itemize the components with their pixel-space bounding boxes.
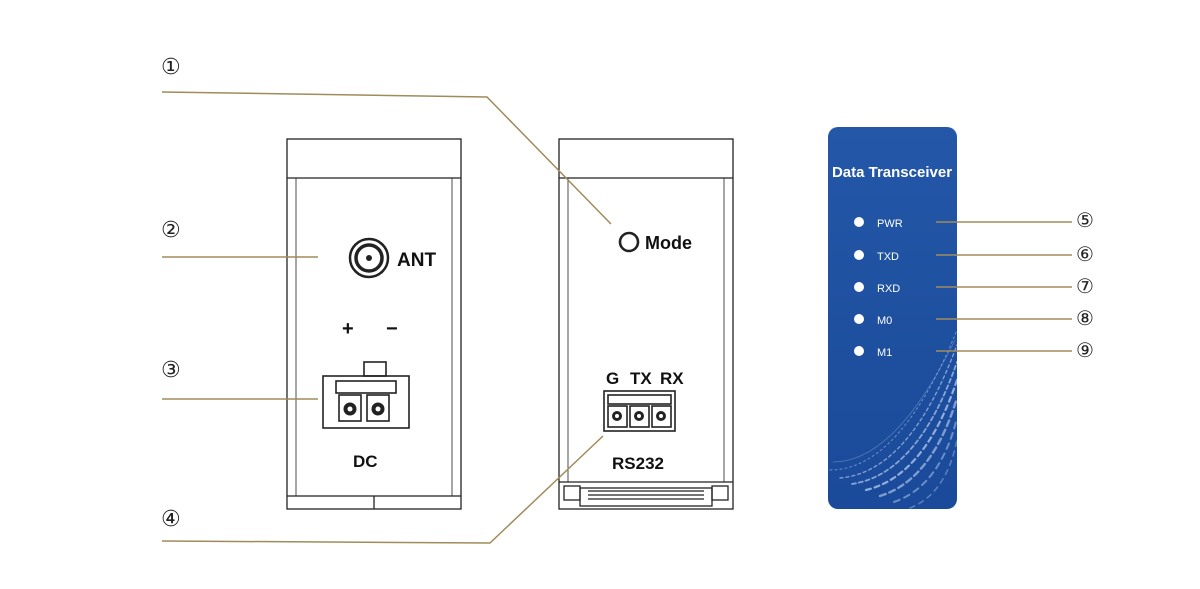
callout-5: ⑤	[1076, 208, 1094, 232]
led-m0-icon	[854, 314, 864, 324]
callout-8: ⑧	[1076, 306, 1094, 330]
leader-lines	[161, 91, 1072, 544]
callout-2: ②	[161, 218, 181, 243]
callout-6: ⑥	[1076, 242, 1094, 266]
callout-1: ①	[161, 55, 181, 80]
left-device	[286, 138, 462, 510]
mode-label: Mode	[645, 233, 692, 253]
callout-7: ⑦	[1076, 274, 1094, 298]
dc-terminal-block-icon	[322, 361, 410, 429]
callout-3: ③	[161, 358, 181, 383]
pin-label-rx: RX	[660, 369, 684, 388]
panel-wave-decoration	[829, 329, 957, 509]
led-pwr-label: PWR	[877, 218, 903, 230]
led-m1-label: M1	[877, 347, 892, 359]
leader-line-4	[161, 435, 604, 544]
mode-button-icon	[618, 231, 640, 253]
led-indicators: PWR TXD RXD M0 M1	[854, 217, 903, 359]
rs232-label: RS232	[612, 454, 664, 473]
rs232-terminal-block-icon	[603, 390, 676, 432]
leader-line-1	[161, 91, 612, 225]
led-pwr-icon	[854, 217, 864, 227]
antenna-label: ANT	[397, 250, 436, 271]
led-rxd-icon	[854, 282, 864, 292]
pin-label-g: G	[606, 369, 619, 388]
plus-label: +	[342, 318, 354, 340]
callout-9: ⑨	[1076, 338, 1094, 362]
minus-label: −	[386, 318, 398, 340]
led-m0-label: M0	[877, 315, 892, 327]
status-panel	[828, 127, 957, 509]
led-txd-icon	[854, 250, 864, 260]
pin-label-tx: TX	[630, 369, 652, 388]
led-txd-label: TXD	[877, 251, 899, 263]
middle-device	[558, 138, 734, 510]
dc-label: DC	[353, 452, 378, 471]
panel-title: Data Transceiver	[832, 164, 952, 181]
led-m1-icon	[854, 346, 864, 356]
antenna-connector-icon	[348, 237, 390, 279]
led-rxd-label: RXD	[877, 283, 900, 295]
callout-4: ④	[161, 507, 181, 532]
